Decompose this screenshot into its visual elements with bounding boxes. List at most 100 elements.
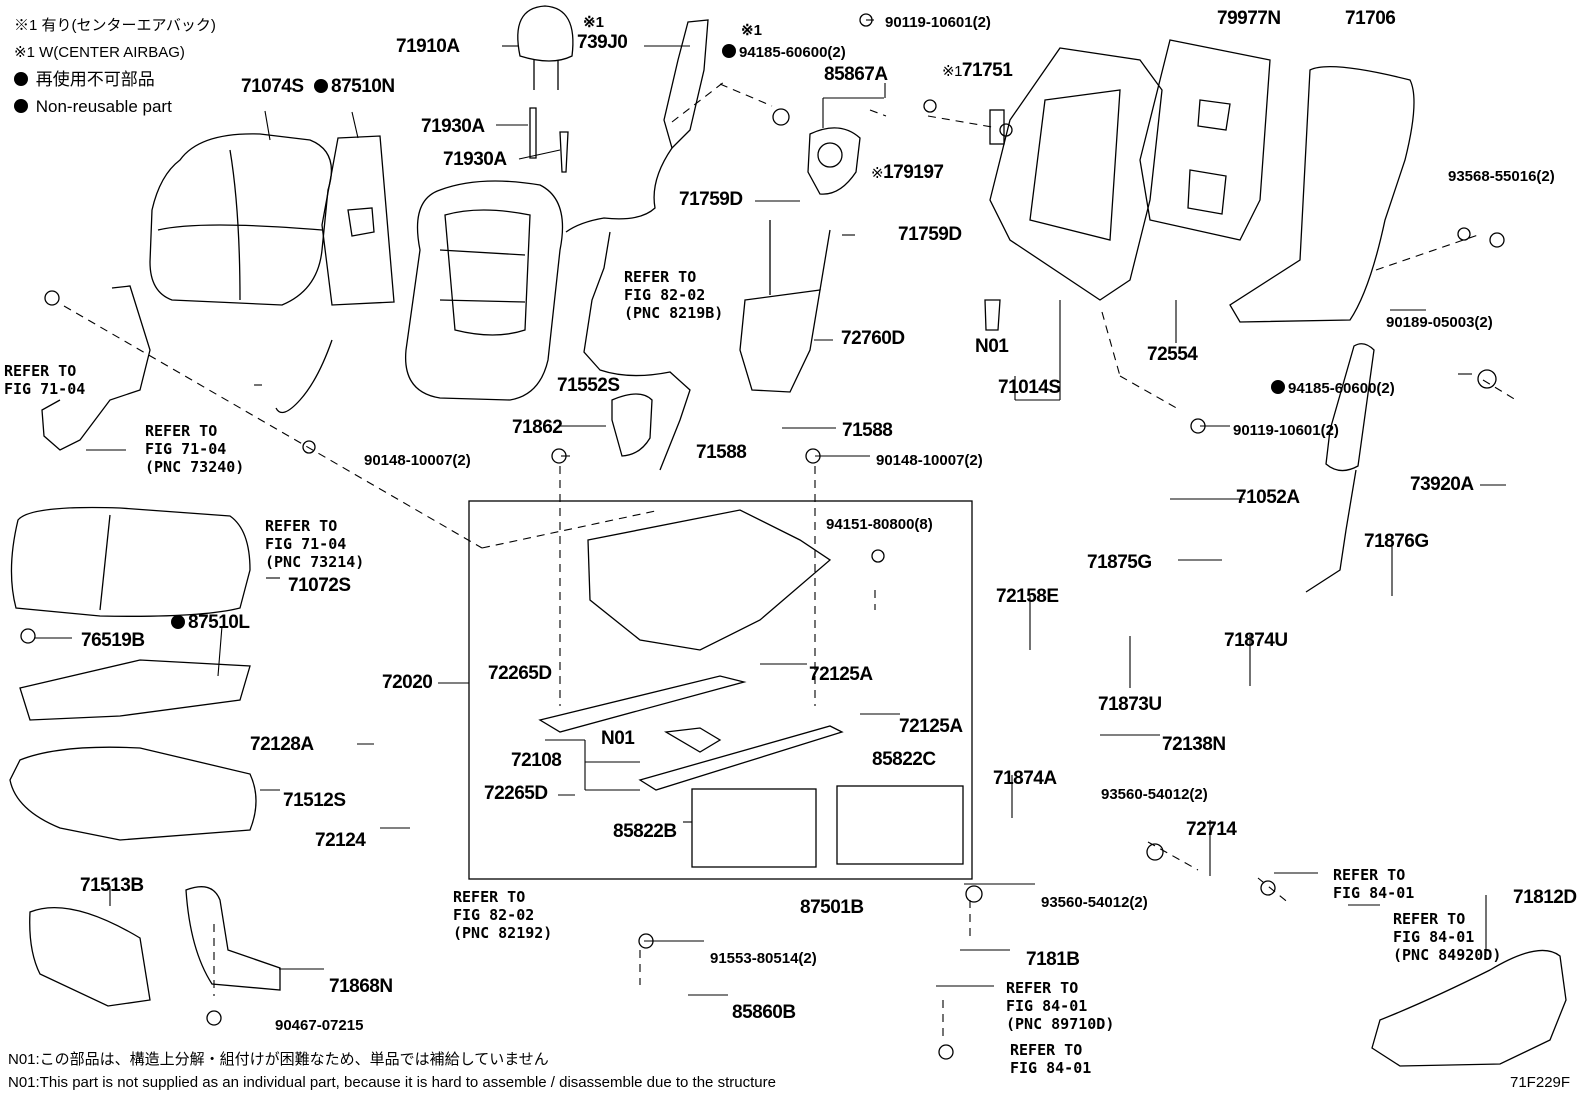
refer-fig-84-01-a[interactable]: REFER TO FIG 84-01 <box>1333 866 1415 902</box>
seat-adjuster-drawing <box>538 509 844 791</box>
part-71014S[interactable]: 71014S <box>998 377 1061 398</box>
adjuster-assembly-box <box>468 500 973 880</box>
seat-back-frame-main-drawing <box>984 47 1163 331</box>
part-71759D-left[interactable]: 71759D <box>679 189 743 210</box>
part-72125A-upper[interactable]: 72125A <box>809 664 873 685</box>
part-71874A[interactable]: 71874A <box>993 768 1057 789</box>
part-71812D[interactable]: 71812D <box>1513 887 1577 908</box>
part-71052A[interactable]: 71052A <box>1236 487 1300 508</box>
mark-739J0: ※1 <box>583 14 604 31</box>
part-71751[interactable]: ※171751 <box>942 60 1013 83</box>
part-72554[interactable]: 72554 <box>1147 344 1198 365</box>
part-71876G[interactable]: 71876G <box>1364 531 1429 552</box>
part-91553[interactable]: 91553-80514(2) <box>710 950 817 967</box>
part-85822C[interactable]: 85822C <box>872 749 936 770</box>
footnote-n01-en: N01:This part is not supplied as an indi… <box>8 1074 776 1091</box>
part-94151[interactable]: 94151-80800(8) <box>826 516 933 533</box>
part-93560-lower[interactable]: 93560-54012(2) <box>1041 894 1148 911</box>
mark-71751: ※1 <box>942 63 962 80</box>
part-76519B[interactable]: 76519B <box>81 630 145 651</box>
part-7181B[interactable]: 7181B <box>1026 949 1080 970</box>
part-90148-left[interactable]: 90148-10007(2) <box>364 452 471 469</box>
cushion-pad-drawing <box>9 746 257 841</box>
motor-kit-box-85822c <box>836 785 964 865</box>
legend-nonreusable-en-text: Non-reusable part <box>35 97 172 116</box>
part-72714[interactable]: 72714 <box>1186 819 1237 840</box>
part-71552S[interactable]: 71552S <box>557 375 620 396</box>
part-72128A[interactable]: 72128A <box>250 734 314 755</box>
part-N01-frame[interactable]: N01 <box>975 336 1009 357</box>
part-90189[interactable]: 90189-05003(2) <box>1386 314 1493 331</box>
part-71874U[interactable]: 71874U <box>1224 630 1288 651</box>
non-reusable-dot-icon <box>14 72 28 86</box>
legend-line-nonreusable-en: Non-reusable part <box>14 97 172 117</box>
part-179197[interactable]: ※179197 <box>871 162 944 185</box>
part-93560-upper[interactable]: 93560-54012(2) <box>1101 786 1208 803</box>
part-90467[interactable]: 90467-07215 <box>275 1017 364 1034</box>
part-71930A-upper[interactable]: 71930A <box>421 116 485 137</box>
part-73920A[interactable]: 73920A <box>1410 474 1474 495</box>
part-N01-motor[interactable]: N01 <box>601 728 635 749</box>
part-72265D-lower[interactable]: 72265D <box>484 783 548 804</box>
part-93568[interactable]: 93568-55016(2) <box>1448 168 1555 185</box>
seat-back-cover-drawing <box>149 133 332 306</box>
part-179197-text: 179197 <box>883 162 944 183</box>
part-71910A[interactable]: 71910A <box>396 36 460 57</box>
refer-fig-71-04-pnc-73214[interactable]: REFER TO FIG 71-04 (PNC 73214) <box>265 517 365 571</box>
sensor-unit-drawing <box>807 127 861 195</box>
part-71875G[interactable]: 71875G <box>1087 552 1152 573</box>
non-reusable-dot-icon <box>1271 380 1285 394</box>
part-71862[interactable]: 71862 <box>512 417 563 438</box>
part-94185-upper[interactable]: 94185-60600(2) <box>722 42 846 64</box>
part-71513B[interactable]: 71513B <box>80 875 144 896</box>
refer-fig-82-02-pnc-8219b[interactable]: REFER TO FIG 82-02 (PNC 8219B) <box>624 268 724 322</box>
back-cover-strip-drawing <box>1325 343 1375 472</box>
part-71759D-right[interactable]: 71759D <box>898 224 962 245</box>
part-72138N[interactable]: 72138N <box>1162 734 1226 755</box>
seat-back-frame-drawing <box>404 180 564 401</box>
part-85822B[interactable]: 85822B <box>613 821 677 842</box>
refer-fig-71-04-pnc-73240[interactable]: REFER TO FIG 71-04 (PNC 73240) <box>145 422 245 476</box>
cover-plate-drawing <box>611 393 653 457</box>
part-72158E[interactable]: 72158E <box>996 586 1059 607</box>
part-72108[interactable]: 72108 <box>511 750 562 771</box>
part-87501B[interactable]: 87501B <box>800 897 864 918</box>
back-panel-drawing <box>1229 66 1415 323</box>
legend-line-airbag-jp: ※1 有り(センターエアバック) <box>14 17 216 34</box>
legend-line-airbag-en: ※1 W(CENTER AIRBAG) <box>14 44 185 61</box>
part-90148-right[interactable]: 90148-10007(2) <box>876 452 983 469</box>
part-72020[interactable]: 72020 <box>382 672 433 693</box>
part-71873U[interactable]: 71873U <box>1098 694 1162 715</box>
part-71588-right[interactable]: 71588 <box>842 420 893 441</box>
part-72265D-upper[interactable]: 72265D <box>488 663 552 684</box>
part-71930A-lower[interactable]: 71930A <box>443 149 507 170</box>
refer-fig-71-04-a[interactable]: REFER TO FIG 71-04 <box>4 362 86 398</box>
part-72124[interactable]: 72124 <box>315 830 366 851</box>
part-71868N[interactable]: 71868N <box>329 976 393 997</box>
small-fasteners <box>20 13 1505 1060</box>
part-71074S[interactable]: 71074S <box>241 76 304 97</box>
part-90119-lower[interactable]: 90119-10601(2) <box>1233 422 1339 439</box>
part-90119-upper[interactable]: 90119-10601(2) <box>885 14 991 31</box>
part-71512S[interactable]: 71512S <box>283 790 346 811</box>
dashed-lines <box>63 81 1517 1040</box>
part-72125A-lower[interactable]: 72125A <box>899 716 963 737</box>
part-79977N[interactable]: 79977N <box>1217 8 1281 29</box>
part-87510N[interactable]: 87510N <box>314 76 395 98</box>
part-85860B[interactable]: 85860B <box>732 1002 796 1023</box>
part-94185-lower[interactable]: 94185-60600(2) <box>1271 378 1395 400</box>
part-72760D[interactable]: 72760D <box>841 328 905 349</box>
part-739J0[interactable]: 739J0 <box>577 32 628 53</box>
refer-fig-84-01-pnc-89710d[interactable]: REFER TO FIG 84-01 (PNC 89710D) <box>1006 979 1115 1033</box>
cushion-cover-drawing <box>10 506 251 617</box>
inner-shield-drawing <box>185 886 281 991</box>
part-71072S[interactable]: 71072S <box>288 575 351 596</box>
part-71588-left[interactable]: 71588 <box>696 442 747 463</box>
refer-fig-82-02-pnc-82192[interactable]: REFER TO FIG 82-02 (PNC 82192) <box>453 888 553 942</box>
refer-fig-84-01-pnc-84920d[interactable]: REFER TO FIG 84-01 (PNC 84920D) <box>1393 910 1502 964</box>
part-87510L[interactable]: 87510L <box>171 612 250 634</box>
refer-fig-84-01-b[interactable]: REFER TO FIG 84-01 <box>1010 1041 1092 1077</box>
leader-lines <box>34 19 1506 996</box>
part-71706[interactable]: 71706 <box>1345 8 1396 29</box>
part-85867A[interactable]: 85867A <box>824 64 888 85</box>
